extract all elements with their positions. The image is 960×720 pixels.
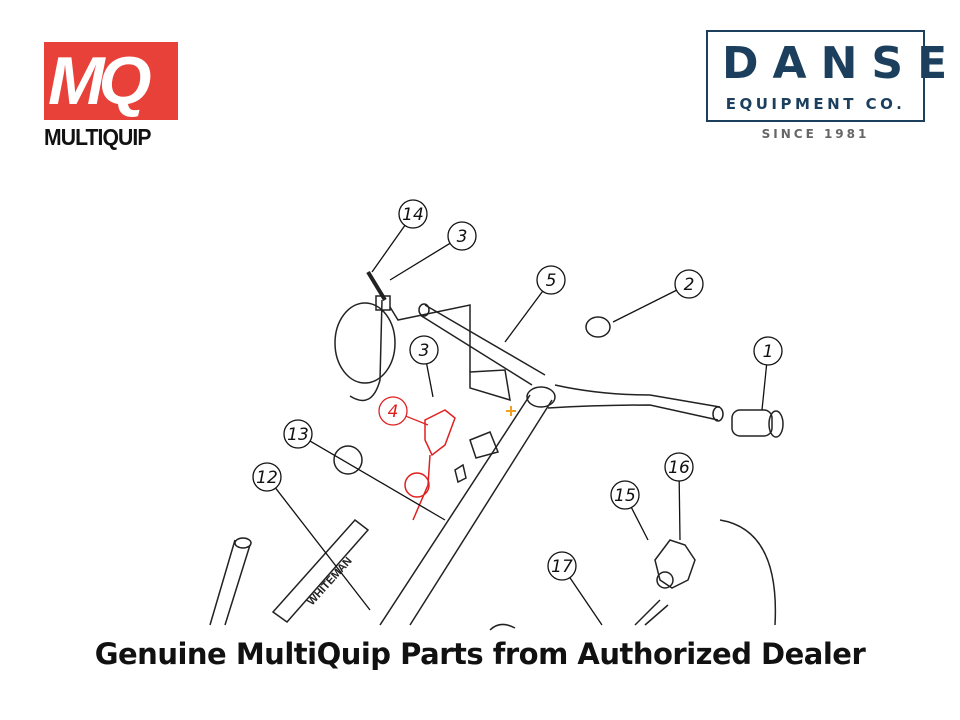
leader-line <box>425 363 434 398</box>
callout-15: 15 <box>610 480 649 541</box>
leader-line <box>678 480 681 541</box>
plug <box>585 316 611 338</box>
caption: Genuine MultiQuip Parts from Authorized … <box>94 637 866 671</box>
multiquip-wordmark: MULTIQUIP <box>44 124 151 150</box>
callout-16: 16 <box>664 452 694 541</box>
callout-circle <box>447 221 477 251</box>
leader-line <box>371 225 406 273</box>
callout-circle <box>409 335 439 365</box>
callout-3: 3 <box>389 221 477 281</box>
callout-label: 1 <box>763 342 774 362</box>
leader-line <box>275 487 371 611</box>
marker-cross <box>506 406 516 416</box>
right-handlebar <box>547 384 721 421</box>
callout-12: 12 <box>252 462 371 611</box>
callout-circle <box>283 419 313 449</box>
danse-subtitle: EQUIPMENT CO. <box>725 95 906 113</box>
callout-17: 17 <box>547 551 603 626</box>
frame-drawing <box>209 270 784 631</box>
mq-logo-mark: MQ <box>44 42 178 120</box>
knob <box>654 539 696 589</box>
leader-line <box>309 440 446 521</box>
mq-logo-letters: MQ <box>48 43 152 119</box>
leader-line <box>630 507 649 541</box>
callout-13: 13 <box>283 419 446 521</box>
callout-circle <box>252 462 282 492</box>
callout-14: 14 <box>371 199 428 273</box>
callout-label: 3 <box>457 227 468 247</box>
callout-label: 4 <box>388 402 399 422</box>
bracket <box>469 369 511 402</box>
danse-since: SINCE 1981 <box>761 127 870 141</box>
callout-2: 2 <box>612 269 704 323</box>
throttle-cable <box>334 302 396 384</box>
callout-label: 17 <box>551 557 573 577</box>
callout-label: 13 <box>287 425 309 445</box>
leader-line <box>504 290 544 343</box>
decal-round <box>333 445 363 475</box>
callout-circle <box>610 480 640 510</box>
main-tube <box>379 394 553 626</box>
callout-label: 16 <box>668 458 690 478</box>
callout-label: 15 <box>614 486 636 506</box>
left-handlebar <box>419 304 546 386</box>
grip <box>731 409 773 437</box>
highlighted-part-4 <box>404 409 456 521</box>
tube-top <box>526 386 556 408</box>
decal-whiteman <box>271 518 370 624</box>
leader-line <box>612 289 677 323</box>
callout-circle <box>664 452 694 482</box>
callout-4: 4 <box>378 396 429 426</box>
callout-label: 2 <box>684 275 695 295</box>
leader-line <box>761 364 768 411</box>
callout-circle <box>378 396 408 426</box>
danse-logo: DANSE EQUIPMENT CO. <box>706 30 960 122</box>
callout-5: 5 <box>504 265 566 343</box>
callout-circle <box>753 336 783 366</box>
leader-line <box>569 577 603 626</box>
danse-name: DANSE <box>722 38 960 89</box>
callout-label: 14 <box>402 205 424 225</box>
callout-circle <box>674 269 704 299</box>
callout-label: 12 <box>256 468 278 488</box>
callout-circle <box>536 265 566 295</box>
leader-line <box>389 242 451 281</box>
leader-line <box>405 415 429 426</box>
multiquip-logo: MQ MULTIQUIP <box>44 42 178 150</box>
callout-circle <box>398 199 428 229</box>
callout-label: 3 <box>419 341 430 361</box>
callout-label: 5 <box>546 271 557 291</box>
callout-3: 3 <box>409 335 439 398</box>
callout-1: 1 <box>753 336 783 411</box>
callout-circle <box>547 551 577 581</box>
